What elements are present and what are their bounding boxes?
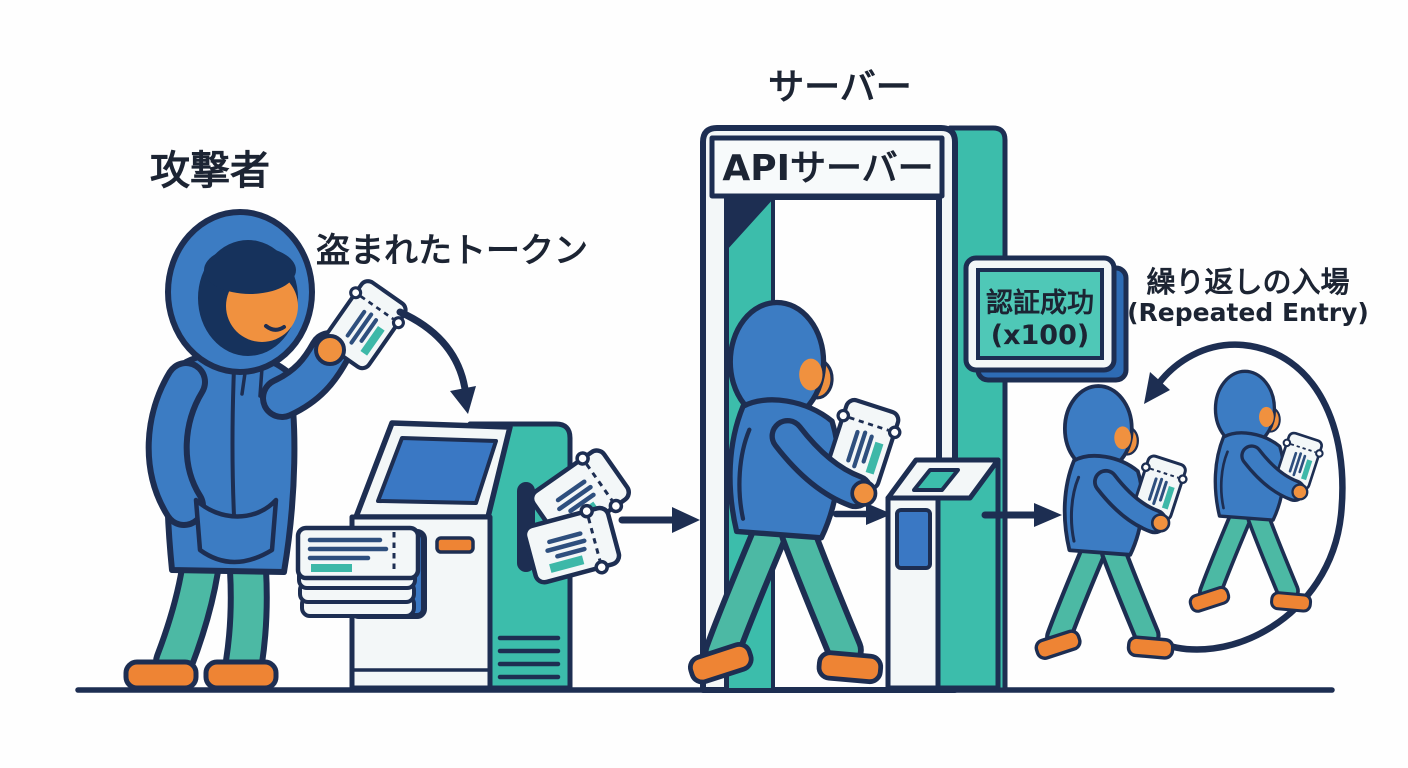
auth-success-label: 認証成功 <box>986 287 1094 319</box>
vents <box>497 635 561 680</box>
gate-header-sign <box>709 135 945 199</box>
token-kiosk <box>295 420 635 691</box>
server-label: サーバー <box>768 67 912 108</box>
hoodie-pocket <box>193 497 279 565</box>
turnstile-scanner <box>885 457 1001 691</box>
left-shoe <box>123 659 199 691</box>
smile <box>264 324 286 332</box>
turnstile-screen <box>895 508 932 570</box>
curved-arrow <box>396 308 476 414</box>
kiosk-button <box>435 536 475 554</box>
exit-figure-front <box>1034 386 1190 660</box>
right-shoe <box>203 659 279 691</box>
attacker-figure <box>123 209 413 691</box>
exit-figure-back <box>1188 371 1326 613</box>
gate-corner-shadow <box>727 197 775 250</box>
auth-success-sign: 認証成功 (x100) <box>963 255 1129 383</box>
repeated-entry-en-label: (Repeated Entry) <box>1127 298 1369 327</box>
loop-arrow <box>1144 341 1346 653</box>
scanner-pad <box>912 468 960 492</box>
ticket-stack <box>295 525 421 618</box>
flow-arrow-3 <box>981 503 1062 527</box>
stolen-token-label: 盗まれたトークン <box>316 231 588 271</box>
flow-arrow-2 <box>832 503 892 525</box>
flow-arrow-1 <box>618 507 700 533</box>
kiosk-screen <box>376 436 498 505</box>
hand <box>314 334 346 366</box>
hood-brim-shadow <box>204 246 296 294</box>
repeated-entry-jp-label: 繰り返しの入場 <box>1146 265 1349 299</box>
auth-count-label: (x100) <box>991 320 1089 351</box>
attacker-label: 攻撃者 <box>150 148 270 194</box>
api-server-label: APIサーバー <box>722 148 933 189</box>
